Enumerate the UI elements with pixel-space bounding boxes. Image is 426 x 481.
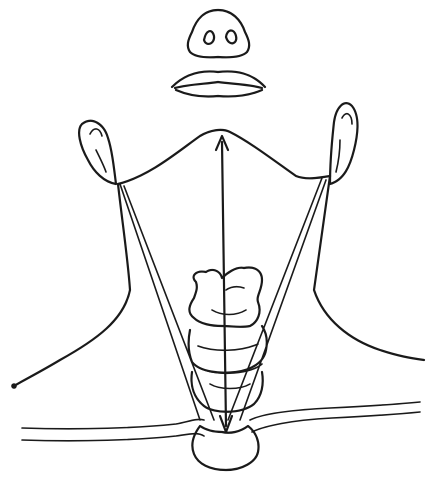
larynx	[189, 268, 262, 327]
right-nostril	[226, 30, 236, 43]
left-ear	[79, 121, 116, 184]
lips	[172, 71, 265, 96]
contour-end-dot	[11, 383, 17, 389]
right-ear	[330, 103, 358, 184]
cricoid	[189, 326, 267, 412]
left-nostril	[204, 31, 214, 44]
neck-contour	[14, 176, 424, 386]
nose	[188, 10, 249, 57]
